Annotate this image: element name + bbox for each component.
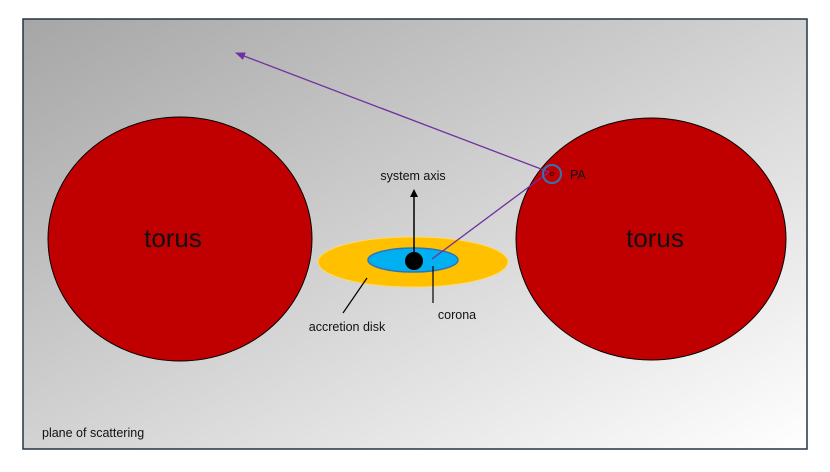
accretion-disk-pointer [342, 277, 368, 314]
pa-marker-dot [549, 171, 555, 177]
accretion-disk-label: accretion disk [309, 320, 386, 334]
system-axis-label: system axis [380, 169, 445, 183]
pa-label: PA [570, 168, 586, 182]
torus-right-shape [515, 117, 787, 361]
torus-left-label: torus [144, 223, 202, 253]
scattered-ray-arrow [235, 52, 550, 173]
torus-right-label: torus [626, 223, 684, 253]
corona-label: corona [438, 308, 476, 322]
plane-of-scattering-label: plane of scattering [42, 426, 144, 440]
torus-left-shape [47, 116, 313, 362]
pa-marker-circle [542, 164, 562, 184]
black-hole [405, 252, 423, 270]
incident-ray [431, 171, 550, 260]
